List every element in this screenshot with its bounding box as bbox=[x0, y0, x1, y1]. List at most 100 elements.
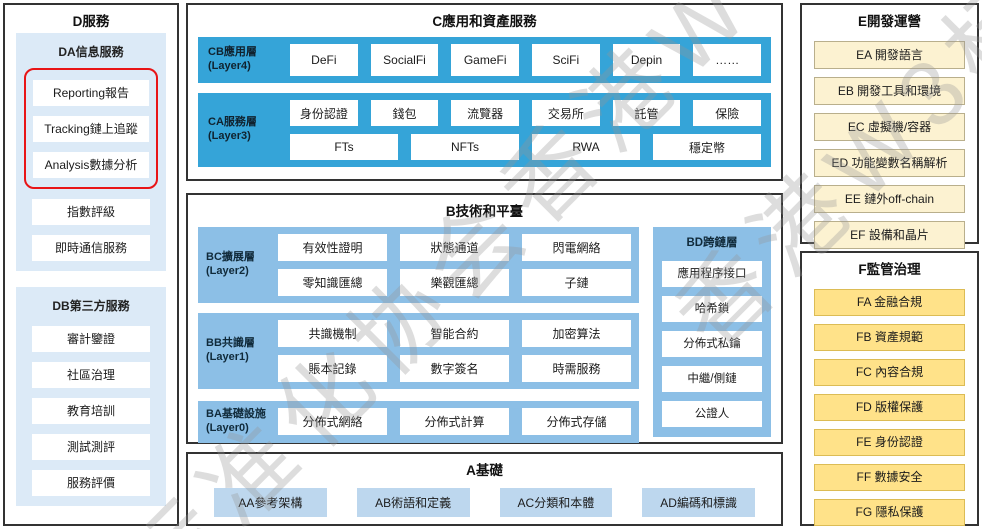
ca-item: 交易所 bbox=[532, 100, 600, 126]
bb-item: 時需服務 bbox=[522, 355, 631, 382]
layer-cb-label: CB應用層 (Layer4) bbox=[208, 46, 290, 74]
layer-bb-sublabel: (Layer1) bbox=[206, 351, 249, 363]
bc-item: 閃電網絡 bbox=[522, 234, 631, 261]
ca-item: FTs bbox=[290, 134, 398, 160]
layer-bc-items: 有效性證明 狀態通道 閃電網絡 零知識匯總 樂觀匯總 子鏈 bbox=[278, 234, 631, 296]
layer-ca-row1: 身份認證 錢包 流覽器 交易所 託管 保險 bbox=[290, 100, 762, 126]
d-service-item: 審計鑒證 bbox=[32, 326, 150, 352]
e-item: ED 功能變數名稱解析 bbox=[814, 149, 965, 177]
ca-item: 流覽器 bbox=[451, 100, 520, 126]
group-da-info-services: DA信息服務 Reporting報告 Tracking鏈上追蹤 Analysis… bbox=[16, 33, 166, 271]
f-item: FG 隱私保護 bbox=[814, 499, 965, 526]
bc-item: 狀態通道 bbox=[400, 234, 509, 261]
panel-c-application-asset-services: C應用和資產服務 CB應用層 (Layer4) DeFi SocialFi Ga… bbox=[186, 3, 783, 181]
layer-ca-name: CA服務層 bbox=[208, 116, 257, 129]
f-item: FD 版權保護 bbox=[814, 394, 965, 421]
layer-bc-sublabel: (Layer2) bbox=[206, 265, 249, 277]
f-item: FB 資產規範 bbox=[814, 324, 965, 351]
bc-item: 有效性證明 bbox=[278, 234, 387, 261]
a-item: AD編碼和標識 bbox=[642, 488, 755, 517]
panel-a-items: AA參考架構 AB術語和定義 AC分類和本體 AD編碼和標識 bbox=[214, 488, 755, 517]
cb-item: GameFi bbox=[451, 44, 520, 76]
e-item: EE 鏈外off-chain bbox=[814, 185, 965, 213]
d-service-item: Analysis數據分析 bbox=[33, 152, 149, 178]
layer-bb-label: BB共識層 (Layer1) bbox=[206, 337, 278, 365]
d-service-item: Reporting報告 bbox=[33, 80, 149, 106]
panel-d-services: D服務 DA信息服務 Reporting報告 Tracking鏈上追蹤 Anal… bbox=[3, 3, 179, 526]
bb-item: 加密算法 bbox=[522, 320, 631, 347]
layer-bc-row1: 有效性證明 狀態通道 閃電網絡 bbox=[278, 234, 631, 261]
layer-ba-label: BA基礎設施 (Layer0) bbox=[206, 408, 278, 436]
panel-b-technology-platform: B技術和平臺 BC擴展層 (Layer2) 有效性證明 狀態通道 閃電網絡 bbox=[186, 193, 783, 444]
layer-cb-sublabel: (Layer4) bbox=[208, 60, 251, 72]
panel-a-foundation: A基礎 AA參考架構 AB術語和定義 AC分類和本體 AD編碼和標識 bbox=[186, 452, 783, 526]
layer-cb-band: CB應用層 (Layer4) DeFi SocialFi GameFi SciF… bbox=[198, 37, 771, 83]
bd-item: 哈希鎖 bbox=[662, 296, 762, 322]
bb-item: 共識機制 bbox=[278, 320, 387, 347]
group-db-thirdparty-services: DB第三方服務 審計鑒證 社區治理 教育培訓 測試測評 服務評價 bbox=[16, 287, 166, 506]
panel-b-title: B技術和平臺 bbox=[445, 204, 524, 219]
f-item: FF 數據安全 bbox=[814, 464, 965, 491]
group-da-label: DA信息服務 bbox=[58, 45, 124, 59]
layer-bc-name: BC擴展層 bbox=[206, 251, 255, 264]
bd-item: 分佈式私鑰 bbox=[662, 331, 762, 357]
layer-bb-row1: 共識機制 智能合約 加密算法 bbox=[278, 320, 631, 347]
layer-bb-band: BB共識層 (Layer1) 共識機制 智能合約 加密算法 賬本記錄 數字簽名 … bbox=[198, 313, 639, 389]
ca-item: NFTs bbox=[411, 134, 519, 160]
panel-c-title: C應用和資產服務 bbox=[432, 14, 537, 29]
ca-item: RWA bbox=[532, 134, 640, 160]
d-service-item: 指數評級 bbox=[32, 199, 150, 225]
cb-item: Depin bbox=[612, 44, 681, 76]
e-item: EB 開發工具和環境 bbox=[814, 77, 965, 105]
layer-bb-items: 共識機制 智能合約 加密算法 賬本記錄 數字簽名 時需服務 bbox=[278, 320, 631, 382]
bd-item: 中繼/側鏈 bbox=[662, 366, 762, 392]
layer-ca-label: CA服務層 (Layer3) bbox=[208, 116, 290, 144]
panel-d-title: D服務 bbox=[72, 14, 110, 29]
ca-item: 穩定幣 bbox=[653, 134, 761, 160]
bd-item: 公證人 bbox=[662, 401, 762, 427]
layer-ba-name: BA基礎設施 bbox=[206, 408, 266, 420]
spacer bbox=[5, 271, 177, 287]
layer-ca-row2: FTs NFTs RWA 穩定幣 bbox=[290, 134, 761, 160]
ca-item: 身份認證 bbox=[290, 100, 358, 126]
layer-bb-row2: 賬本記錄 數字簽名 時需服務 bbox=[278, 355, 631, 382]
e-item: EA 開發語言 bbox=[814, 41, 965, 69]
f-item: FA 金融合規 bbox=[814, 289, 965, 316]
ba-item: 分佈式網絡 bbox=[278, 408, 387, 436]
ba-item: 分佈式存儲 bbox=[522, 408, 631, 436]
d-service-item: 社區治理 bbox=[32, 362, 150, 388]
bb-item: 賬本記錄 bbox=[278, 355, 387, 382]
cb-item: SocialFi bbox=[370, 44, 439, 76]
cb-item: SciFi bbox=[532, 44, 600, 76]
panel-a-title: A基礎 bbox=[466, 463, 503, 478]
ca-item: 保險 bbox=[693, 100, 762, 126]
layer-cb-items: DeFi SocialFi GameFi SciFi Depin …… bbox=[290, 44, 762, 76]
bc-item: 樂觀匯總 bbox=[400, 269, 509, 296]
d-service-item: 服務評價 bbox=[32, 470, 150, 496]
ba-item: 分佈式計算 bbox=[400, 408, 509, 436]
layer-bd-crosschain: BD跨鏈層 應用程序接口 哈希鎖 分佈式私鑰 中繼/側鏈 公證人 bbox=[653, 227, 771, 437]
cb-item-more: …… bbox=[693, 44, 762, 76]
d-service-item: 教育培訓 bbox=[32, 398, 150, 424]
panel-f-title: F監管治理 bbox=[858, 262, 921, 277]
bd-item: 應用程序接口 bbox=[662, 261, 762, 287]
d-service-item: Tracking鏈上追蹤 bbox=[33, 116, 149, 142]
layer-ca-items: 身份認證 錢包 流覽器 交易所 託管 保險 FTs NFTs RWA 穩定幣 bbox=[290, 100, 762, 160]
panel-f-regulation-governance: F監管治理 FA 金融合規 FB 資產規範 FC 內容合規 FD 版權保護 FE… bbox=[800, 251, 979, 526]
panel-b-layers: BC擴展層 (Layer2) 有效性證明 狀態通道 閃電網絡 零知識匯總 樂觀匯… bbox=[198, 227, 639, 443]
ca-item: 託管 bbox=[612, 100, 681, 126]
layer-ca-band: CA服務層 (Layer3) 身份認證 錢包 流覽器 交易所 託管 保險 FTs… bbox=[198, 93, 771, 167]
panel-e-devops: E開發運營 EA 開發語言 EB 開發工具和環境 EC 虛擬機/容器 ED 功能… bbox=[800, 3, 979, 249]
layer-bc-row2: 零知識匯總 樂觀匯總 子鏈 bbox=[278, 269, 631, 296]
bb-item: 智能合約 bbox=[400, 320, 509, 347]
layer-bc-band: BC擴展層 (Layer2) 有效性證明 狀態通道 閃電網絡 零知識匯總 樂觀匯… bbox=[198, 227, 639, 303]
layer-ba-sublabel: (Layer0) bbox=[206, 421, 249, 434]
layer-bc-label: BC擴展層 (Layer2) bbox=[206, 251, 278, 279]
d-service-item: 即時通信服務 bbox=[32, 235, 150, 261]
bc-item: 子鏈 bbox=[522, 269, 631, 296]
group-db-label: DB第三方服務 bbox=[52, 299, 130, 313]
bb-item: 數字簽名 bbox=[400, 355, 509, 382]
e-item: EF 設備和晶片 bbox=[814, 221, 965, 249]
bc-item: 零知識匯總 bbox=[278, 269, 387, 296]
